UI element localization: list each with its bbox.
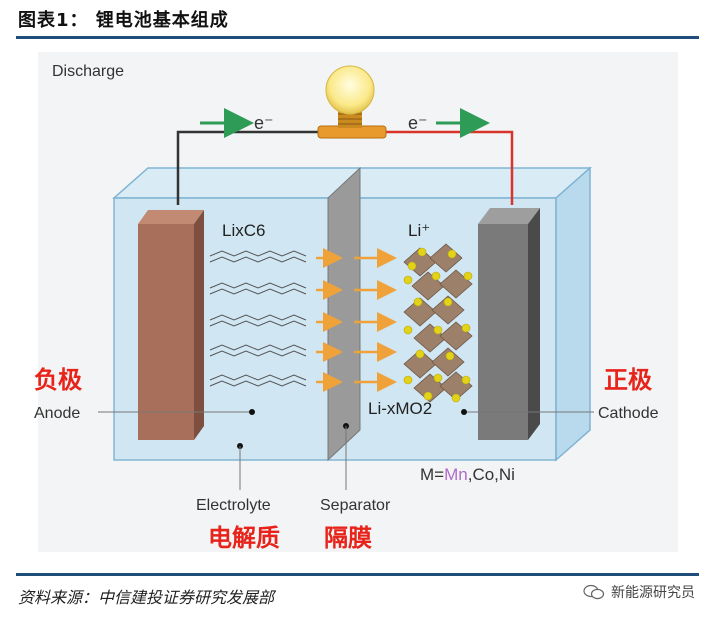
electrolyte-en-label: Electrolyte: [196, 497, 271, 514]
cathode-en-label: Cathode: [598, 405, 659, 422]
cathode-crystal-cluster: [403, 243, 473, 403]
metal-mn: Mn: [444, 465, 468, 484]
li-ion-arrows: [316, 248, 397, 392]
separator-cn-label: 隔膜: [324, 524, 372, 552]
graphite-layers: [209, 250, 307, 387]
cathode-marker: [461, 409, 467, 415]
top-rule: [16, 36, 699, 39]
anode-marker: [249, 409, 255, 415]
anode-plate: [138, 210, 204, 440]
discharge-label: Discharge: [52, 63, 124, 80]
electron-label-right: e⁻: [408, 113, 428, 133]
cathode-cn-label: 正极: [604, 366, 652, 394]
wechat-icon: [583, 584, 605, 600]
li-ion-label: Li⁺: [408, 221, 430, 240]
wire-left: [176, 130, 318, 205]
metal-rest: ,Co,Ni: [468, 465, 515, 484]
watermark: 新能源研究员: [583, 582, 695, 602]
figure-title: 图表1： 锂电池基本组成: [18, 10, 229, 31]
metal-formula-prefix: M=: [420, 465, 444, 484]
separator-en-label: Separator: [320, 497, 391, 514]
source-note: 资料来源：中信建投证券研究发展部: [18, 588, 275, 607]
separator-membrane: [327, 166, 361, 462]
watermark-text: 新能源研究员: [611, 585, 695, 601]
bottom-rule: [16, 573, 699, 576]
wire-right: [385, 130, 514, 205]
cathode-plate: [478, 208, 540, 440]
electrolyte-cn-label: 电解质: [208, 524, 280, 552]
electron-label-left: e⁻: [254, 113, 274, 133]
anode-en-label: Anode: [34, 405, 80, 422]
light-bulb-icon: [317, 65, 387, 139]
anode-cn-label: 负极: [34, 366, 82, 394]
cathode-material-label: Li-xMO2: [368, 399, 432, 418]
metal-formula: M=Mn,Co,Ni: [420, 465, 515, 484]
anode-material-label: LixC6: [222, 221, 265, 240]
